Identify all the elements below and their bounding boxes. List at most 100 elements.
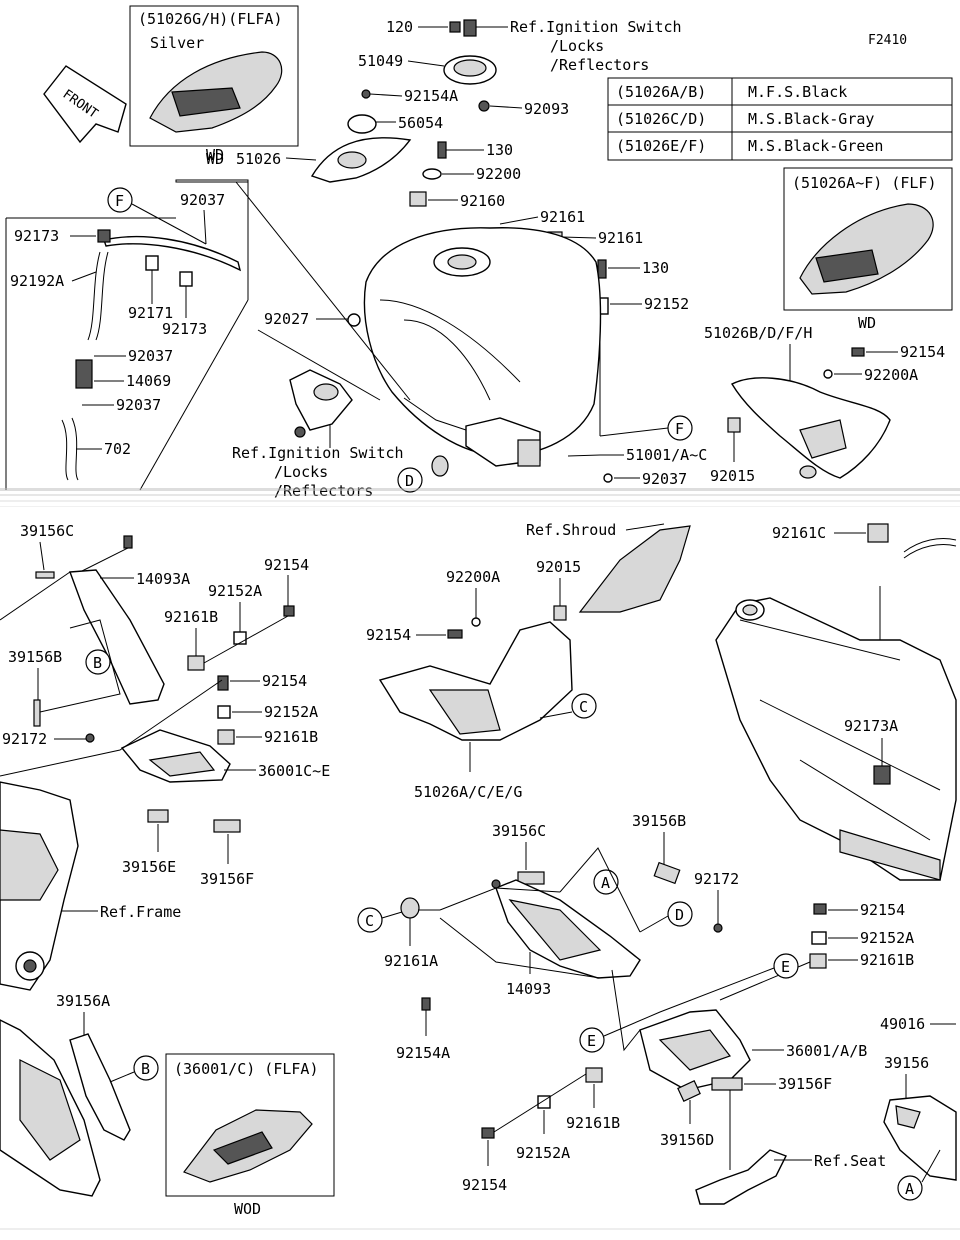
callout-D-mid-label: D (675, 906, 684, 924)
screw-92172m-icon (713, 923, 723, 933)
variant-table: (51026A/B) M.F.S.Black (51026C/D) M.S.Bl… (607, 77, 953, 161)
screw-92154Ab-icon (421, 997, 431, 1011)
label-92027: 92027 (264, 310, 309, 328)
damper-92161Bl1-icon (187, 655, 205, 671)
label-39156E: 39156E (122, 858, 176, 876)
damper-92160-icon (409, 191, 427, 207)
clip-92173-icon (97, 229, 111, 243)
callout-B-bottom-label: B (141, 1060, 150, 1078)
label-92200: 92200 (476, 165, 521, 183)
label-92161-b: 92161 (598, 229, 643, 247)
callout-C-mid-label: C (579, 698, 588, 716)
ring-56054-icon (347, 114, 377, 134)
variant-code-2: (51026C/D) (616, 110, 706, 128)
label-36001CE: 36001C~E (258, 762, 330, 780)
shroud-upper-icon (578, 525, 691, 613)
label-92172-m: 92172 (694, 870, 739, 888)
inset-36001c-title: (36001/C) (FLFA) (174, 1060, 319, 1078)
callout-F-hose (107, 187, 133, 213)
label-92161B-b: 92161B (566, 1114, 620, 1132)
label-92015-r: 92015 (710, 467, 755, 485)
ref-frame: Ref.Frame (100, 903, 181, 921)
callout-E-bottom-label: E (587, 1032, 596, 1050)
damper-92161Brb-icon (809, 953, 827, 969)
label-51001: 51001/A~C (626, 446, 707, 464)
filter-14069-icon (75, 359, 93, 389)
screw-92154r-icon (851, 347, 865, 357)
callout-A-bottom (897, 1175, 923, 1201)
label-51026BDFH: 51026B/D/F/H (704, 324, 812, 342)
variant-code-1: (51026A/B) (616, 83, 706, 101)
label-39156C-l: 39156C (20, 522, 74, 540)
label-51049: 51049 (358, 52, 403, 70)
sticker-39156C-icon (35, 571, 55, 579)
bolt-120-icon (449, 21, 461, 33)
label-14093A: 14093A (136, 570, 190, 588)
label-92037-d: 92037 (642, 470, 687, 488)
label-92161A: 92161A (384, 952, 438, 970)
fuel-hose-group (61, 179, 249, 481)
label-92154-l1: 92154 (264, 556, 309, 574)
label-51026: 51026 (236, 150, 281, 168)
sticker-39156E-icon (147, 809, 169, 823)
ref-ignition-top-2: /Locks (550, 37, 604, 55)
callout-D-mid (667, 901, 693, 927)
label-92152A-l1: 92152A (208, 582, 262, 600)
damper-92161Bl2-icon (217, 729, 235, 745)
screw-92172l-icon (85, 733, 95, 743)
label-92173: 92173 (14, 227, 59, 245)
sticker-39156Bm-icon (653, 861, 681, 885)
label-92172-l: 92172 (2, 730, 47, 748)
clip-92171-icon (145, 255, 159, 271)
label-120: 120 (386, 18, 413, 36)
callout-B-bottom (133, 1055, 159, 1081)
damper-right-icon (799, 465, 817, 479)
drawing-code: F2410 (868, 33, 907, 48)
label-39156F-l: 39156F (200, 870, 254, 888)
sticker-39156A-icon (69, 1033, 131, 1141)
variant-code-3: (51026E/F) (616, 137, 706, 155)
inset-flf-tag: WD (858, 314, 876, 332)
label-92161-a: 92161 (540, 208, 585, 226)
label-92200A-m: 92200A (446, 568, 500, 586)
ref-seat: Ref.Seat (814, 1152, 886, 1170)
label-39156D: 39156D (660, 1131, 714, 1149)
callout-C-mid (571, 693, 597, 719)
variant-color-3: M.S.Black-Green (748, 137, 883, 155)
label-130-a: 130 (486, 141, 513, 159)
collar-92152Al2-icon (217, 705, 231, 719)
sticker-39156B-icon (33, 699, 41, 727)
callout-A-mid-label: A (601, 874, 610, 892)
label-56054: 56054 (398, 114, 443, 132)
ref-ignition-top-1: Ref.Ignition Switch (510, 18, 682, 36)
label-92037-b: 92037 (128, 347, 173, 365)
bracket-14093A-icon (69, 569, 165, 705)
frame-left-icon (0, 781, 79, 991)
label-92152A-l2: 92152A (264, 703, 318, 721)
label-92161B-l1: 92161B (164, 608, 218, 626)
grommet-92093-icon (478, 100, 490, 112)
washer-92200Ar-icon (823, 369, 833, 379)
hose-92192A-icon (103, 235, 242, 272)
label-702: 702 (104, 440, 131, 458)
seat-bracket-icon (695, 1149, 787, 1205)
label-92152A-b: 92152A (516, 1144, 570, 1162)
callout-A-bottom-label: A (905, 1180, 914, 1198)
fuel-tank-icon (363, 227, 602, 467)
sticker-39156Fb-icon (711, 1077, 743, 1091)
callout-E-right (773, 953, 799, 979)
label-wd-51026: WD (206, 150, 224, 168)
label-92161B-rb: 92161B (860, 951, 914, 969)
inset-36001c-tag: WOD (234, 1200, 261, 1218)
label-92154-b: 92154 (462, 1176, 507, 1194)
label-92173-b: 92173 (162, 320, 207, 338)
label-92161B-l2: 92161B (264, 728, 318, 746)
inset-flfa-silver-title: (51026G/H)(FLFA) (138, 10, 283, 28)
label-92037-a: 92037 (180, 191, 225, 209)
callout-B-left (85, 649, 111, 675)
label-92154A-top: 92154A (404, 87, 458, 105)
label-92173A: 92173A (844, 717, 898, 735)
screw-92154l1-icon (283, 605, 295, 617)
tank-cover-flf-icon (799, 203, 934, 295)
label-92160: 92160 (460, 192, 505, 210)
